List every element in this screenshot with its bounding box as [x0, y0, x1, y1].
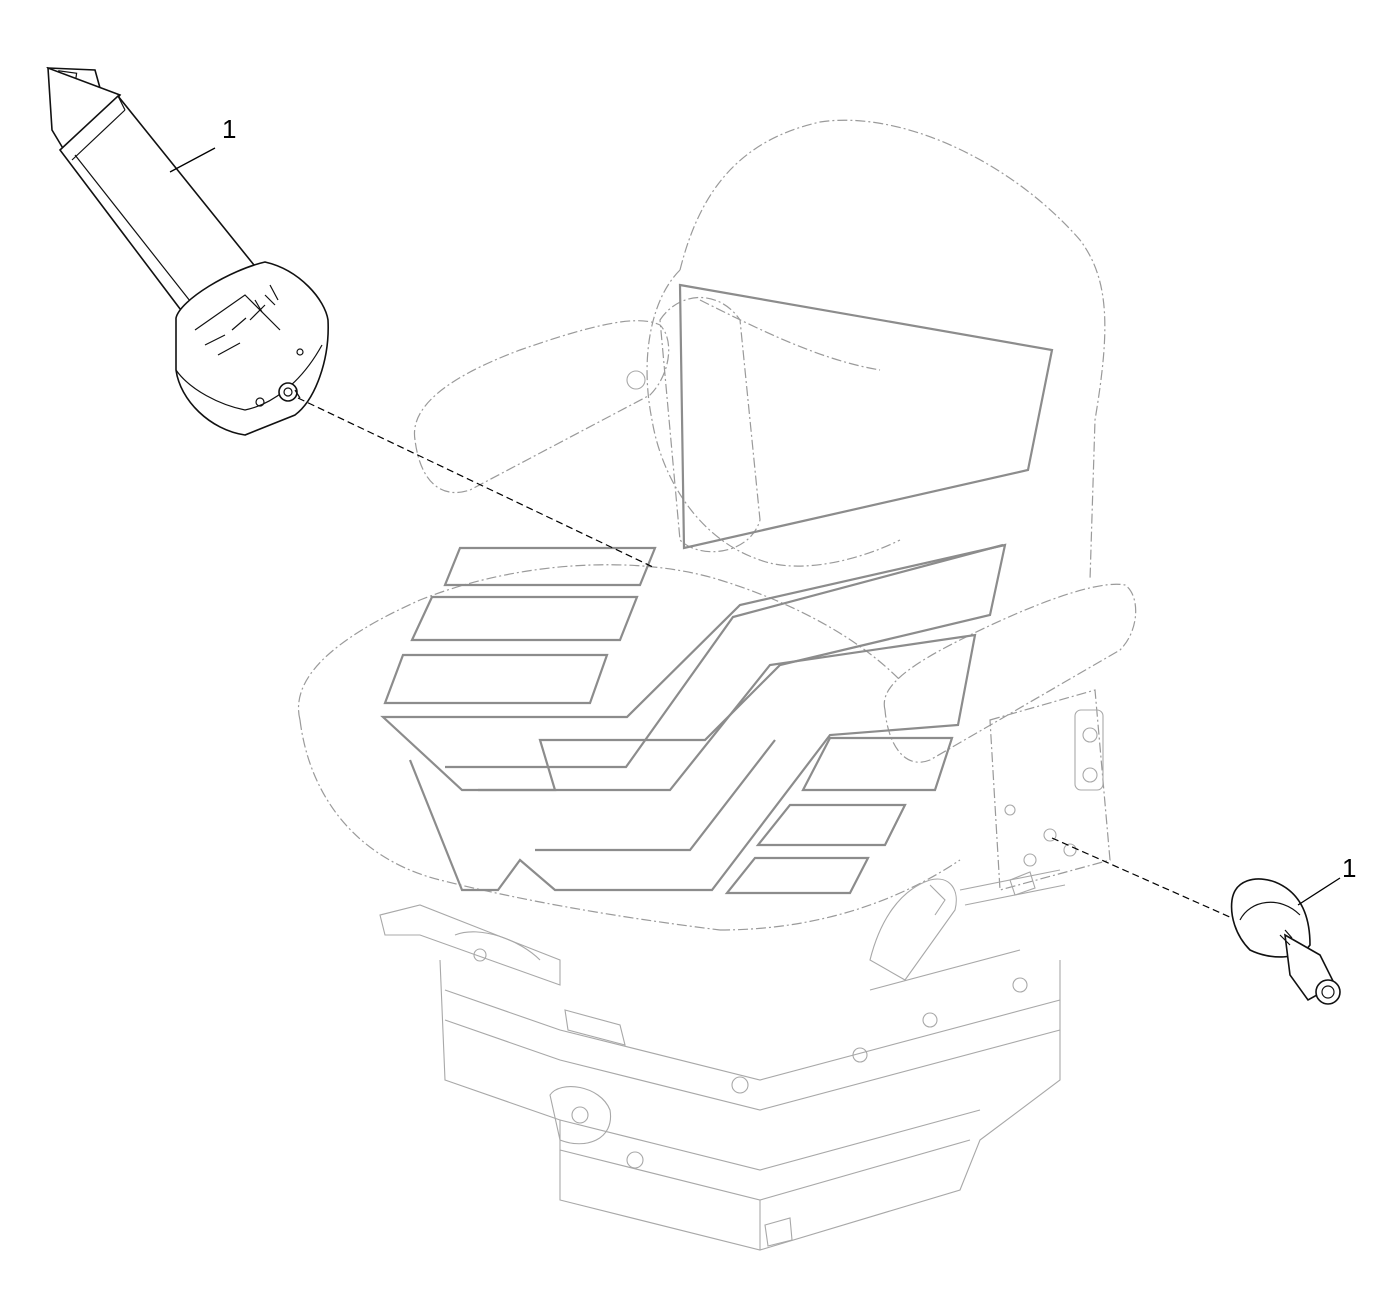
callout-label-retractor: 1: [222, 114, 236, 144]
leader-line-retractor: [169, 147, 216, 173]
seat-belt-buckle-part[interactable]: [1230, 878, 1341, 1005]
leader-line-buckle: [1297, 877, 1341, 906]
assembly-line-retractor: [297, 397, 656, 569]
seat-belt-retractor-part[interactable]: [46, 66, 329, 436]
callout-retractor: 1: [169, 114, 236, 173]
seat-logo-graphic: [380, 283, 1054, 895]
seat-phantom-outline: [298, 119, 1137, 1251]
assembly-lines: [297, 397, 1233, 919]
assembly-line-buckle: [1051, 837, 1233, 919]
callout-label-buckle: 1: [1342, 853, 1356, 883]
callout-buckle: 1: [1297, 853, 1356, 906]
